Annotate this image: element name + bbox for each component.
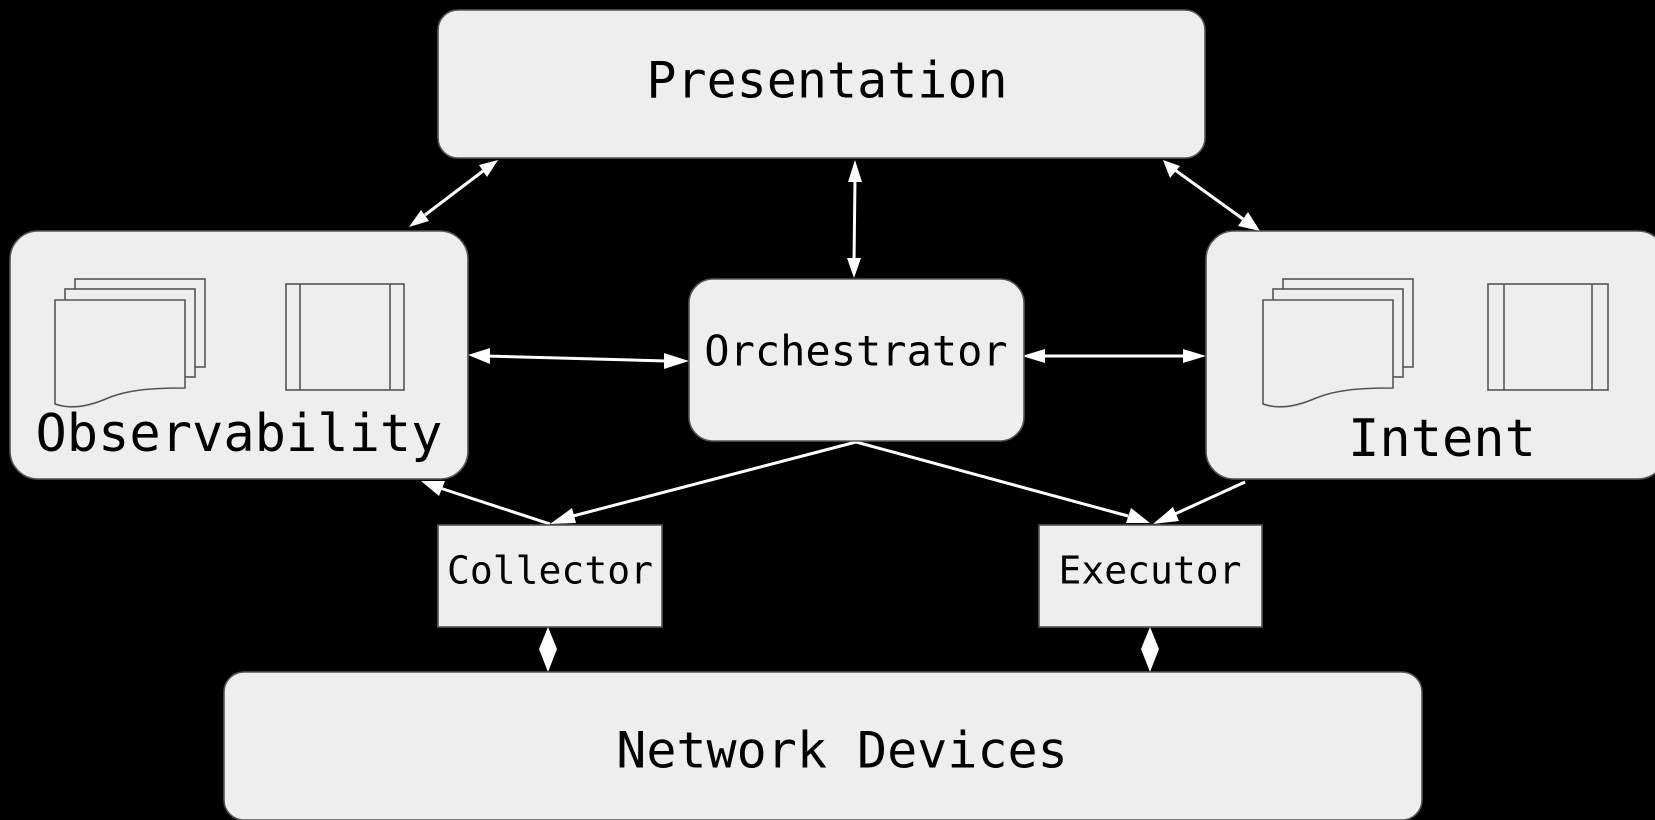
diamond-head — [1141, 627, 1159, 672]
presentation-label: Presentation — [646, 52, 1007, 110]
arrow-head — [1153, 507, 1179, 524]
arrow-head — [421, 481, 445, 496]
arrow-head — [468, 348, 490, 364]
multi-document-icon — [54, 278, 206, 408]
arrow-head — [847, 258, 861, 278]
edge-presentation-observability — [409, 160, 498, 227]
edge-presentation-intent — [1163, 160, 1260, 231]
multi-document-icon — [1262, 278, 1414, 408]
observability-node: Observability — [9, 230, 469, 480]
presentation-node: Presentation — [437, 9, 1206, 159]
edge-orchestrator-collector — [550, 440, 857, 524]
collector-label: Collector — [447, 549, 653, 593]
arrow-head — [848, 160, 862, 182]
observability-label: Observability — [36, 404, 443, 464]
edge-orchestrator-intent — [1022, 349, 1206, 363]
executor-label: Executor — [1058, 549, 1241, 593]
edge-presentation-orchestrator — [847, 160, 862, 278]
arrow-head — [664, 353, 689, 369]
network-devices-label: Network Devices — [616, 722, 1068, 780]
collector-node: Collector — [437, 524, 663, 628]
intent-node: Intent — [1205, 230, 1655, 480]
arrow-head — [1163, 160, 1180, 178]
connectors — [409, 160, 1260, 672]
arrow-head — [1126, 508, 1150, 523]
intent-label: Intent — [1348, 409, 1536, 469]
arrow-head — [1022, 349, 1045, 363]
predefined-process-icon — [1487, 283, 1609, 391]
edge-collector-observability — [421, 481, 551, 526]
arrow-head — [550, 508, 576, 524]
orchestrator-label: Orchestrator — [704, 327, 1007, 376]
arrow-head — [409, 210, 429, 227]
arrow-head — [479, 160, 498, 177]
orchestrator-node: Orchestrator — [688, 278, 1025, 442]
edge-observability-orchestrator — [468, 348, 689, 369]
arrow-head — [1183, 349, 1206, 363]
executor-node: Executor — [1038, 524, 1263, 628]
edge-executor-network-devices — [1141, 627, 1159, 672]
predefined-process-icon — [285, 283, 405, 391]
edge-collector-network-devices — [539, 627, 557, 672]
network-devices-node: Network Devices — [223, 671, 1423, 820]
arrow-head — [1238, 212, 1260, 231]
diamond-head — [539, 627, 557, 672]
edge-intent-executor — [1153, 480, 1246, 524]
edge-orchestrator-executor — [855, 440, 1150, 523]
